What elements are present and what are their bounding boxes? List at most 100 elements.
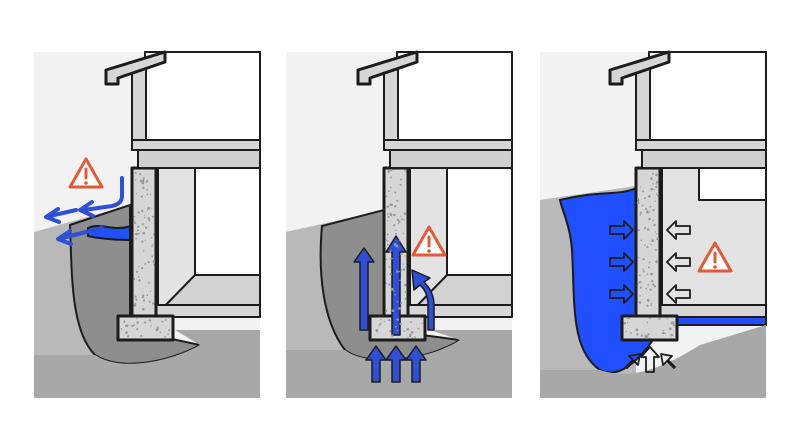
concrete-speck [387, 205, 390, 208]
concrete-speck [396, 330, 399, 332]
concrete-speck [650, 303, 653, 305]
concrete-speck [390, 176, 392, 179]
concrete-speck [148, 319, 152, 322]
water-flow-arrow-icon [353, 235, 435, 383]
concrete-speck [403, 218, 405, 221]
concrete-speck [650, 304, 652, 306]
concrete-speck [168, 329, 170, 332]
concrete-speck [138, 279, 141, 282]
concrete-speck [401, 218, 403, 221]
concrete-speck [402, 232, 404, 235]
concrete-speck [135, 298, 138, 301]
concrete-speck [133, 324, 136, 326]
concrete-speck [404, 283, 407, 287]
concrete-speck [387, 170, 390, 173]
concrete-speck [150, 325, 152, 327]
concrete-speck [137, 232, 140, 235]
concrete-speck [400, 302, 403, 305]
concrete-speck [405, 171, 407, 173]
concrete-speck [404, 169, 406, 172]
concrete-speck [642, 258, 644, 260]
concrete-speck [407, 337, 409, 339]
concrete-speck [136, 328, 139, 331]
concrete-speck [647, 228, 650, 231]
concrete-speck [652, 219, 655, 222]
concrete-speck [389, 330, 392, 333]
concrete-speck [648, 195, 651, 198]
concrete-speck [626, 317, 629, 320]
concrete-speck [390, 257, 392, 260]
concrete-speck [394, 232, 397, 235]
concrete-speck [398, 220, 401, 223]
concrete-speck [151, 255, 154, 258]
concrete-speck [647, 209, 649, 211]
concrete-speck [656, 237, 660, 241]
concrete-speck [390, 186, 392, 189]
concrete-speck [642, 268, 644, 271]
concrete-speck [399, 279, 401, 281]
concrete-speck [151, 245, 154, 248]
concrete-speck [653, 285, 657, 288]
concrete-speck [164, 336, 167, 338]
concrete-speck [639, 186, 642, 188]
concrete-speck [646, 246, 649, 249]
concrete-speck [647, 333, 650, 336]
concrete-speck [146, 188, 148, 191]
concrete-speck [137, 225, 140, 228]
concrete-speck [141, 308, 145, 311]
concrete-speck [159, 331, 162, 334]
concrete-speck [655, 193, 658, 195]
concrete-speck [146, 193, 149, 196]
concrete-speck [636, 333, 639, 336]
concrete-speck [650, 243, 652, 246]
concrete-speck [402, 268, 406, 271]
concrete-speck [644, 244, 646, 246]
concrete-speck [134, 295, 137, 298]
concrete-speck [138, 266, 140, 268]
concrete-speck [133, 215, 136, 218]
concrete-speck [403, 212, 407, 215]
concrete-speck [393, 213, 396, 217]
concrete-speck [670, 333, 673, 337]
concrete-speck [414, 336, 416, 338]
concrete-speck [389, 213, 393, 217]
concrete-speck [141, 240, 144, 243]
concrete-speck [656, 180, 659, 184]
concrete-speck [646, 321, 649, 324]
concrete-speck [385, 282, 388, 285]
concrete-speck [640, 334, 644, 337]
concrete-speck [396, 270, 399, 273]
concrete-speck [388, 283, 391, 286]
concrete-speck [146, 294, 148, 297]
concrete-speck [403, 330, 406, 332]
concrete-speck [635, 328, 639, 332]
concrete-speck [650, 272, 653, 276]
concrete-speck [402, 263, 404, 265]
concrete-speck [394, 294, 396, 296]
concrete-speck [652, 209, 655, 212]
concrete-speck [656, 233, 658, 235]
concrete-speck [394, 191, 397, 194]
concrete-speck [626, 321, 629, 324]
concrete-speck [125, 324, 129, 327]
concrete-speck [136, 321, 139, 324]
concrete-speck [411, 337, 413, 339]
concrete-speck [143, 176, 145, 179]
concrete-speck [147, 261, 150, 263]
concrete-speck [142, 232, 144, 235]
concrete-speck [646, 298, 650, 302]
concrete-speck [139, 173, 142, 176]
concrete-speck [655, 183, 658, 185]
concrete-speck [399, 215, 402, 217]
concrete-speck [404, 297, 407, 300]
concrete-speck [396, 301, 398, 303]
concrete-speck [641, 204, 644, 207]
concrete-speck [645, 287, 647, 290]
concrete-speck [391, 334, 394, 337]
concrete-speck [120, 327, 123, 330]
concrete-speck [389, 272, 392, 276]
concrete-speck [639, 213, 642, 216]
concrete-speck [389, 203, 393, 207]
concrete-speck [135, 179, 137, 181]
